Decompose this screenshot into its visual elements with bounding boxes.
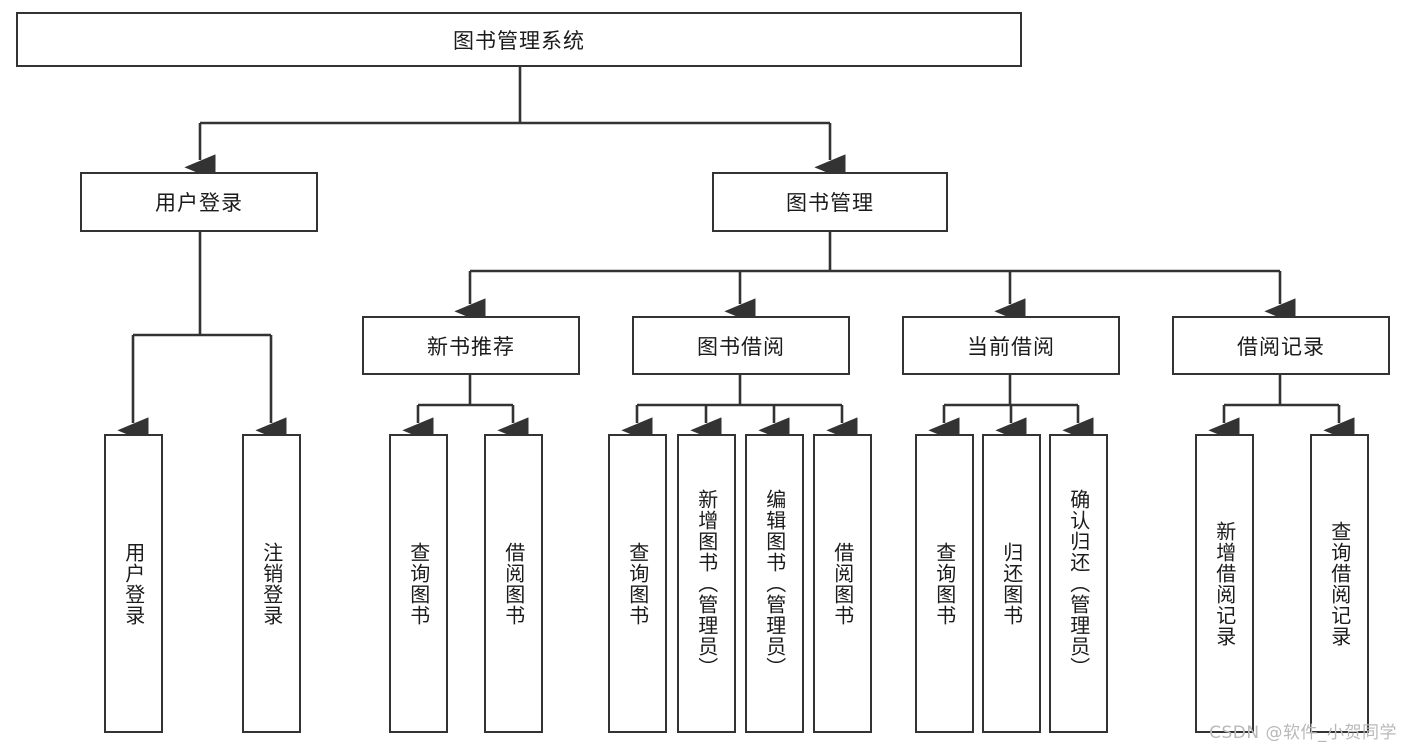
node-book-borrow-label: 图书借阅 [697, 334, 785, 359]
leaf-label: 新增借阅记录 [1212, 520, 1237, 647]
leaf-book-borrow-query[interactable]: 查询图书 [608, 434, 667, 733]
node-current-borrow-label: 当前借阅 [967, 334, 1055, 359]
leaf-current-borrow-return[interactable]: 归还图书 [982, 434, 1041, 733]
leaf-label: 新增图书（管理员） [694, 489, 719, 678]
leaf-book-borrow-borrow[interactable]: 借阅图书 [813, 434, 872, 733]
node-book-management-label: 图书管理 [786, 191, 874, 215]
leaf-label: 编辑图书（管理员） [762, 489, 787, 678]
node-borrow-record[interactable]: 借阅记录 [1172, 316, 1390, 375]
node-new-book-recommend[interactable]: 新书推荐 [362, 316, 580, 375]
node-root[interactable]: 图书管理系统 [16, 12, 1022, 67]
leaf-user-login-login[interactable]: 用户登录 [104, 434, 163, 733]
node-book-management[interactable]: 图书管理 [712, 172, 948, 232]
leaf-user-login-logout[interactable]: 注销登录 [242, 434, 301, 733]
leaf-label: 查询借阅记录 [1327, 520, 1352, 647]
leaf-label: 查询图书 [625, 541, 650, 626]
node-root-label: 图书管理系统 [453, 28, 585, 53]
leaf-current-borrow-confirm[interactable]: 确认归还（管理员） [1049, 434, 1108, 733]
node-new-book-recommend-label: 新书推荐 [427, 334, 515, 359]
leaf-label: 用户登录 [121, 541, 146, 626]
node-borrow-record-label: 借阅记录 [1237, 334, 1325, 359]
leaf-label: 借阅图书 [501, 541, 526, 626]
leaf-label: 查询图书 [406, 541, 431, 626]
leaf-new-book-borrow[interactable]: 借阅图书 [484, 434, 543, 733]
node-book-borrow[interactable]: 图书借阅 [632, 316, 850, 375]
leaf-book-borrow-add[interactable]: 新增图书（管理员） [677, 434, 736, 733]
leaf-borrow-record-query[interactable]: 查询借阅记录 [1310, 434, 1369, 733]
leaf-label: 注销登录 [259, 541, 284, 626]
leaf-current-borrow-query[interactable]: 查询图书 [915, 434, 974, 733]
leaf-label: 归还图书 [999, 541, 1024, 626]
node-user-login-label: 用户登录 [155, 191, 243, 215]
leaf-label: 借阅图书 [830, 541, 855, 626]
watermark: CSDN @软件_小贺同学 [1209, 723, 1397, 743]
leaf-label: 查询图书 [932, 541, 957, 626]
leaf-book-borrow-edit[interactable]: 编辑图书（管理员） [745, 434, 804, 733]
leaf-borrow-record-add[interactable]: 新增借阅记录 [1195, 434, 1254, 733]
leaf-label: 确认归还（管理员） [1066, 489, 1091, 678]
node-current-borrow[interactable]: 当前借阅 [902, 316, 1120, 375]
node-user-login[interactable]: 用户登录 [80, 172, 318, 232]
leaf-new-book-query[interactable]: 查询图书 [389, 434, 448, 733]
